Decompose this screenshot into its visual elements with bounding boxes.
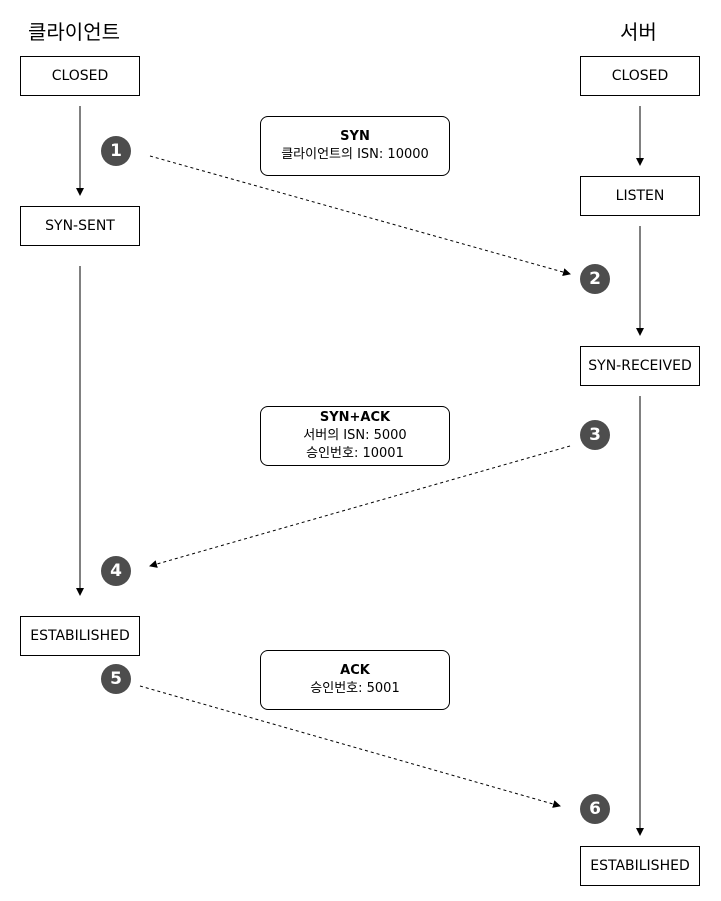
client-column-title: 클라이언트 [28,20,120,44]
message-ack: ACK 승인번호: 5001 [260,650,450,710]
step-2-badge: 2 [580,264,610,294]
step-1-badge: 1 [101,136,131,166]
message-syn: SYN 클라이언트의 ISN: 10000 [260,116,450,176]
message-syn-line: 클라이언트의 ISN: 10000 [281,147,429,162]
ack-dashed-arrow [139,685,561,808]
syn-dashed-arrow [149,155,571,276]
message-ack-line: 승인번호: 5001 [310,681,400,696]
step-5-badge: 5 [101,664,131,694]
server-state-closed: CLOSED [580,56,700,96]
step-4-badge: 4 [101,556,131,586]
message-ack-title: ACK [340,663,370,678]
message-syn-ack: SYN+ACK 서버의 ISN: 5000 승인번호: 10001 [260,406,450,466]
message-syn-ack-title: SYN+ACK [319,410,391,425]
server-state-syn-received: SYN-RECEIVED [580,346,700,386]
synack-dashed-arrow [149,445,571,568]
client-state-syn-sent: SYN-SENT [20,206,140,246]
step-3-badge: 3 [580,420,610,450]
message-syn-ack-line-2: 승인번호: 10001 [306,446,404,461]
message-syn-title: SYN [340,129,370,144]
server-state-established: ESTABILISHED [580,846,700,886]
client-state-closed: CLOSED [20,56,140,96]
client-state-established: ESTABILISHED [20,616,140,656]
step-6-badge: 6 [580,794,610,824]
server-column-title: 서버 [620,20,657,44]
server-state-listen: LISTEN [580,176,700,216]
message-syn-ack-line-1: 서버의 ISN: 5000 [303,428,407,443]
